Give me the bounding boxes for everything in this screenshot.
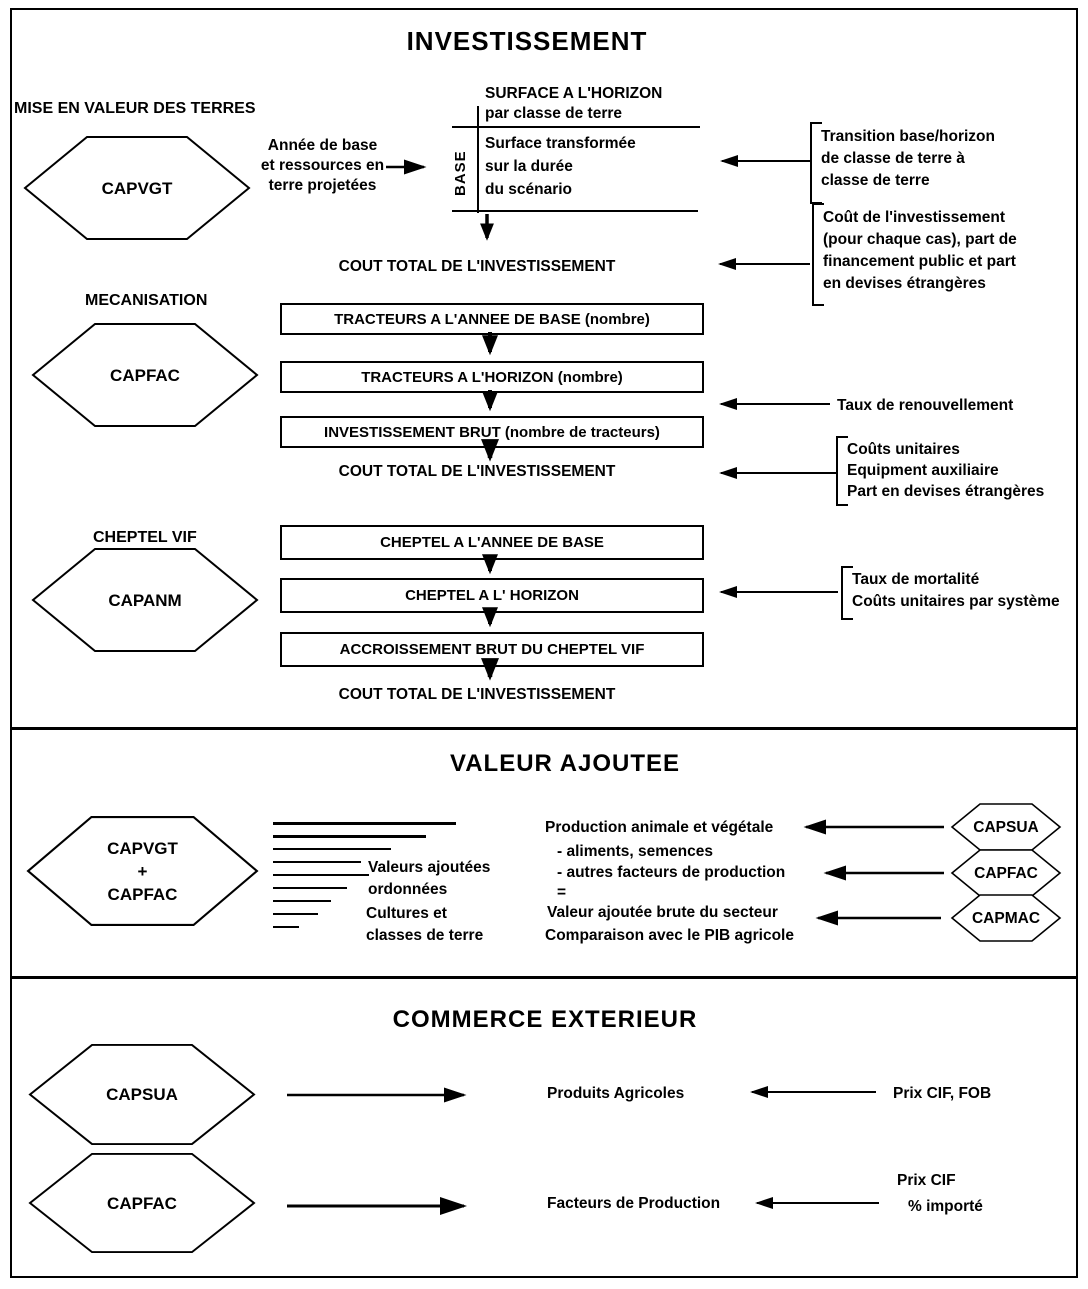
note-annee-de-base: Année de base et ressources en terre pro… [260,137,385,194]
box-investissement-brut: INVESTISSEMENT BRUT (nombre de tracteurs… [280,416,704,448]
note-couts-unitaires: Coûts unitaires Equipment auxiliaire Par… [847,441,1045,500]
hexagon-capvgt: CAPVGT [22,135,252,241]
box-tracteurs-horizon: TRACTEURS A L'HORIZON (nombre) [280,361,704,393]
production-line-1: Production animale et végétale [545,819,774,836]
label-facteurs-production: Facteurs de Production [547,1195,721,1212]
label-mecanisation: MECANISATION [85,292,208,309]
cout-total-1: COUT TOTAL DE L'INVESTISSEMENT [338,258,616,275]
note-pct-importe: % importé [908,1198,983,1215]
hexagon-capmac-right: CAPMAC [950,894,1062,942]
hexagon-capfac-right: CAPFAC [950,849,1062,897]
hexagon-capanm: CAPANM [30,547,260,653]
bracket-cout-investissement [812,203,824,306]
production-line-6: Comparaison avec le PIB agricole [545,927,794,944]
hexagon-capvgt-capfac-label: CAPVGT + CAPFAC [107,838,178,904]
page-border [10,8,1078,1278]
bracket-couts-unitaires [836,436,848,506]
note-cout-investissement: Coût de l'investissement (pour chaque ca… [823,209,1017,292]
ordered-values-lines [273,822,458,932]
hexagon-capfac-label: CAPFAC [110,365,180,385]
hexagon-capsua-right-label: CAPSUA [973,818,1039,836]
production-equals: = [557,884,567,901]
production-line-2: - aliments, semences [557,843,713,860]
label-produits-agricoles: Produits Agricoles [547,1085,685,1102]
note-prix-cif: Prix CIF [897,1172,956,1189]
cout-total-3: COUT TOTAL DE L'INVESTISSEMENT [338,686,616,703]
note-prix-cif-fob: Prix CIF, FOB [893,1085,992,1102]
hexagon-capfac: CAPFAC [30,322,260,428]
note-transition: Transition base/horizon de classe de ter… [821,128,995,189]
note-taux-renouvellement: Taux de renouvellement [837,397,1014,414]
box-tracteurs-base: TRACTEURS A L'ANNEE DE BASE (nombre) [280,303,704,335]
label-mise-en-valeur: MISE EN VALEUR DES TERRES [14,100,256,117]
note-cultures: Cultures et classes de terre [366,905,484,944]
section-title-valeur-ajoutee: VALEUR AJOUTEE [449,750,681,777]
production-line-3: - autres facteurs de production [557,864,786,881]
section-divider-2 [10,976,1076,979]
cout-total-2: COUT TOTAL DE L'INVESTISSEMENT [338,463,616,480]
hexagon-capfac-right-label: CAPFAC [974,864,1038,882]
surface-horizon-subtitle: par classe de terre [485,105,623,122]
hexagon-capvgt-label: CAPVGT [101,178,173,198]
box-cheptel-base: CHEPTEL A L'ANNEE DE BASE [280,525,704,560]
note-taux-mortalite: Taux de mortalité Coûts unitaires par sy… [852,571,1060,610]
box-cheptel-horizon: CHEPTEL A L' HORIZON [280,578,704,613]
hexagon-capsua-right: CAPSUA [950,803,1062,851]
base-figure-vline [477,106,479,213]
bracket-taux-mortalite [841,566,853,620]
base-axis-label: BASE [452,150,469,196]
hexagon-capvgt-capfac: CAPVGT + CAPFAC [25,815,260,927]
hexagon-capfac-commerce-label: CAPFAC [107,1193,177,1213]
hexagon-capanm-label: CAPANM [108,590,182,610]
hexagon-capsua-commerce-label: CAPSUA [106,1085,178,1104]
hexagon-capsua-commerce: CAPSUA [27,1043,257,1146]
surface-body: Surface transformée sur la durée du scén… [485,135,636,198]
hexagon-capmac-right-label: CAPMAC [971,909,1041,927]
hexagon-capfac-commerce: CAPFAC [27,1152,257,1254]
production-line-5: Valeur ajoutée brute du secteur [547,904,778,921]
note-valeurs-ajoutees: Valeurs ajoutées ordonnées [368,859,491,898]
section-divider-1 [10,727,1076,730]
base-figure-topline [452,126,700,128]
section-title-investissement: INVESTISSEMENT [406,26,648,56]
surface-horizon-title: SURFACE A L'HORIZON [485,85,663,102]
label-cheptel-vif: CHEPTEL VIF [93,529,197,546]
base-figure-bottomline [452,210,698,212]
section-title-commerce: COMMERCE EXTERIEUR [392,1006,698,1033]
box-accroissement-brut: ACCROISSEMENT BRUT DU CHEPTEL VIF [280,632,704,667]
